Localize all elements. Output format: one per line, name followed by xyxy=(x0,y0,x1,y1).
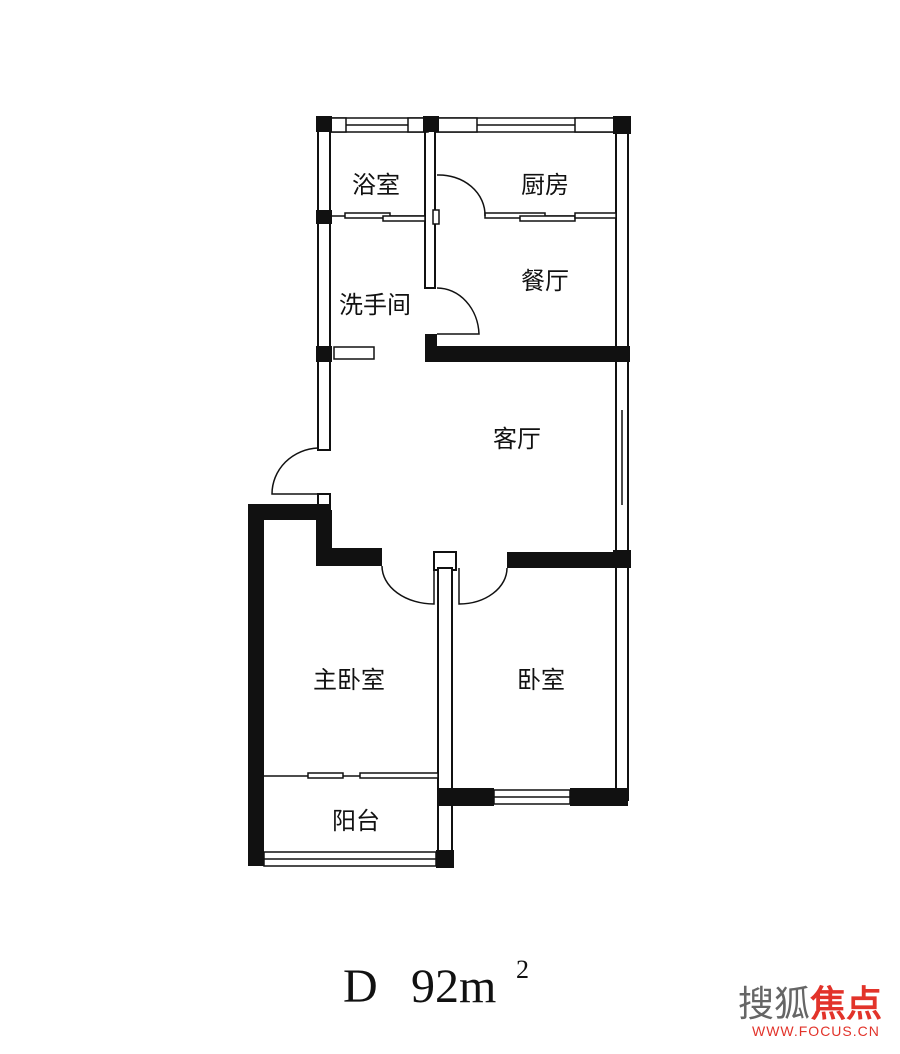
room-label-living: 客厅 xyxy=(493,425,541,453)
walls xyxy=(317,119,629,861)
top-windows xyxy=(329,117,620,133)
unit-area-exponent: 2 xyxy=(516,955,529,984)
bedroom-window xyxy=(493,789,571,805)
watermark-url: WWW.FOCUS.CN xyxy=(752,1023,880,1039)
door-swings xyxy=(271,174,508,605)
room-label-washroom: 洗手间 xyxy=(339,291,411,319)
watermark-brand-part1: 搜狐 xyxy=(738,984,810,1025)
watermark-brand-part2: 焦点 xyxy=(810,984,882,1025)
balcony-window xyxy=(263,851,437,867)
unit-type-label: D xyxy=(343,960,378,1013)
room-label-bedroom: 卧室 xyxy=(517,666,565,694)
watermark: 搜狐 焦点 WWW.FOCUS.CN xyxy=(738,984,882,1039)
room-label-dining: 餐厅 xyxy=(521,267,569,295)
thick-walls xyxy=(248,116,631,868)
room-label-bath: 浴室 xyxy=(352,171,400,199)
unit-area: 92m xyxy=(411,960,496,1013)
partitions xyxy=(264,209,617,779)
room-label-balcony: 阳台 xyxy=(332,807,380,835)
room-label-kitchen: 厨房 xyxy=(521,171,569,199)
room-label-master-bedroom: 主卧室 xyxy=(313,666,385,694)
